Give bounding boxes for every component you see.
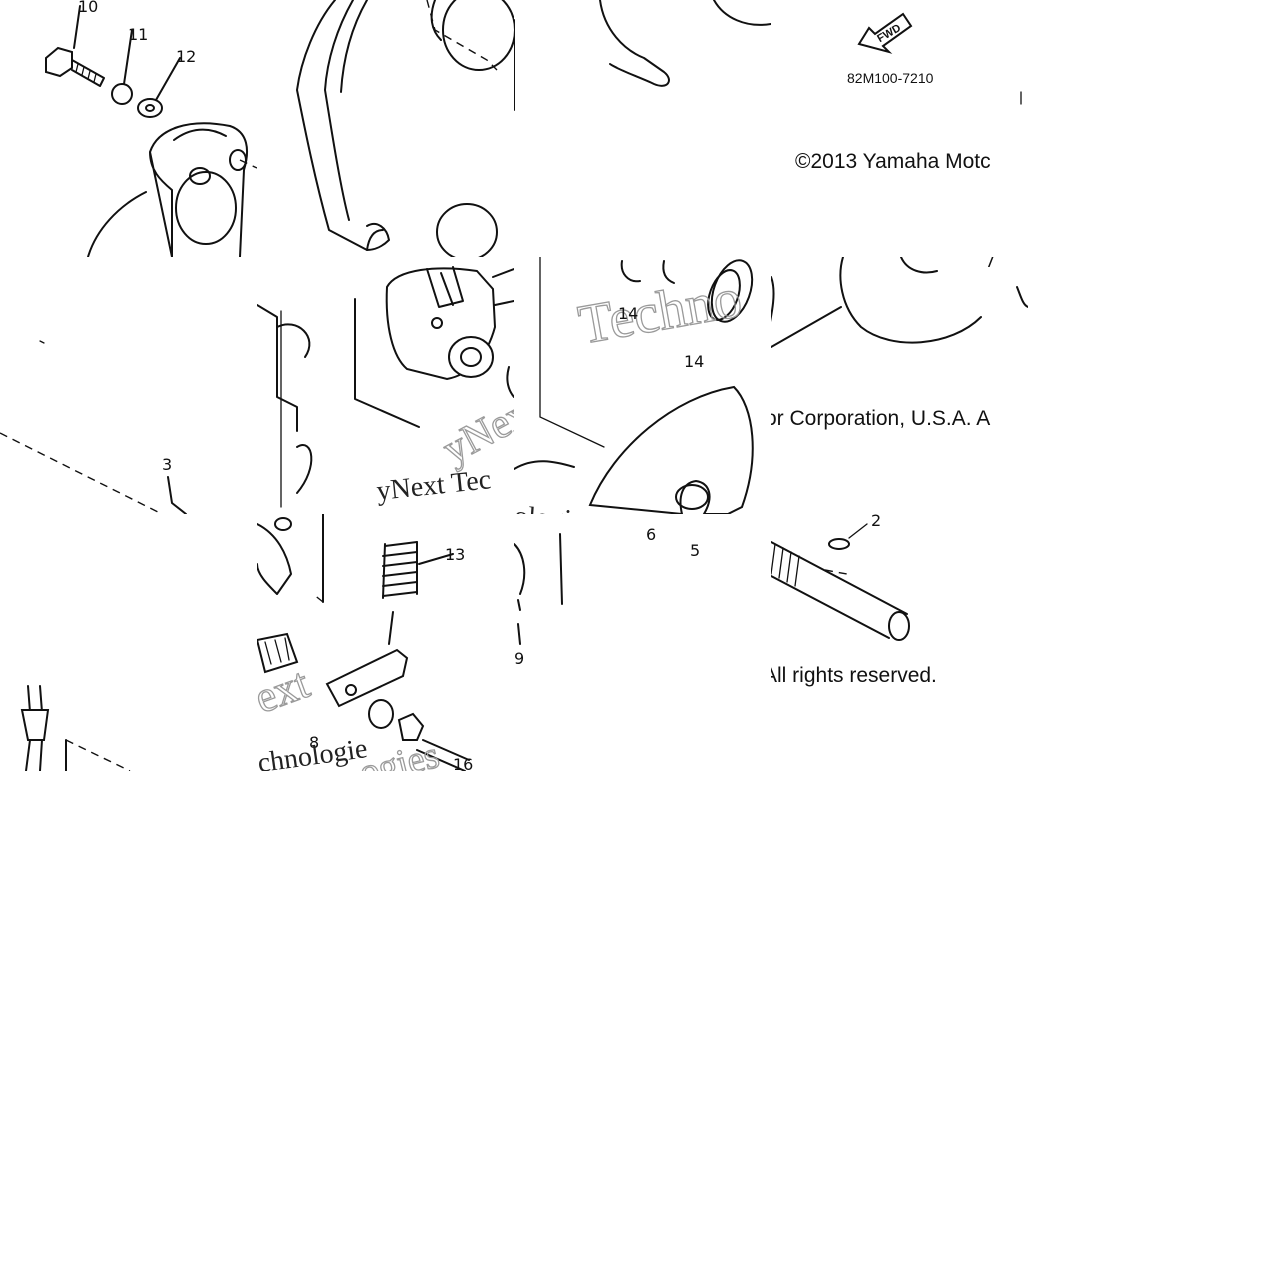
watermark-ogies: ogies — [355, 734, 443, 771]
bolt-10 — [45, 46, 105, 87]
watermark-ynex: yNex — [435, 390, 514, 473]
fwd-arrow-icon: FWD — [857, 12, 913, 54]
copyright-line-3: All rights reserved. — [771, 664, 937, 687]
tile-cover-part-3: 3 — [0, 257, 257, 514]
bracket — [149, 122, 248, 257]
copyright-line-2: or Corporation, U.S.A. A — [771, 407, 990, 430]
callout-7: 7 — [985, 257, 995, 271]
plate-6 — [588, 385, 754, 514]
tile-bushing-plate: 14 Techno 14 ologies — [514, 257, 771, 514]
part-code: 82M100-7210 — [847, 70, 934, 86]
watermark-ynext-tec: yNext Tec — [375, 464, 493, 507]
callout-3: 3 — [162, 455, 172, 474]
washer-12 — [137, 98, 163, 118]
tile-lever-arm — [257, 0, 514, 257]
callout-14: 14 — [684, 352, 704, 371]
callout-10: 10 — [78, 0, 98, 16]
tile-cable-end — [0, 514, 257, 771]
lock-washer-11 — [111, 83, 133, 105]
watermark-ologies: ologies — [514, 501, 596, 514]
pin-2 — [828, 538, 850, 550]
callout-9: 9 — [514, 649, 524, 668]
tile-shaft-pin: 2 All rights reserved. 3 — [771, 514, 1028, 771]
tile-bearing-block: yNex yNext Tec — [257, 257, 514, 514]
callout-14-faded: 14 — [618, 304, 638, 323]
tile-housing-top — [514, 0, 771, 257]
bearing-block — [385, 266, 497, 381]
callout-2: 2 — [871, 514, 881, 530]
callout-5: 5 — [690, 541, 700, 560]
shaft — [771, 541, 910, 641]
tile-fwd-code-copyright: FWD 82M100-7210 ©2013 Yamaha Motc — [771, 0, 1028, 257]
tile-disc-copyright: 7 or Corporation, U.S.A. A — [771, 257, 1028, 514]
tile-spring-lever: 13 8 16 ext chnologie ogies — [257, 514, 514, 771]
bushing-14 — [707, 259, 754, 323]
watermark-techno: Techno — [574, 267, 746, 357]
housing-flange — [599, 0, 670, 87]
callout-11: 11 — [128, 25, 148, 44]
callout-6: 6 — [646, 525, 656, 544]
leader-lines — [73, 5, 181, 101]
tile-part-9: 9 5 6 — [514, 514, 771, 771]
spring-13 — [382, 541, 418, 599]
callout-8: 8 — [309, 733, 319, 752]
lever-8 — [325, 648, 409, 708]
callout-16: 16 — [453, 755, 473, 771]
lever-arm — [296, 0, 384, 251]
copyright-line-1: ©2013 Yamaha Motc — [795, 150, 991, 173]
tile-bolt-washer-bracket: 10 11 12 — [0, 0, 257, 257]
callout-13: 13 — [445, 545, 465, 564]
callout-12: 12 — [176, 47, 196, 66]
